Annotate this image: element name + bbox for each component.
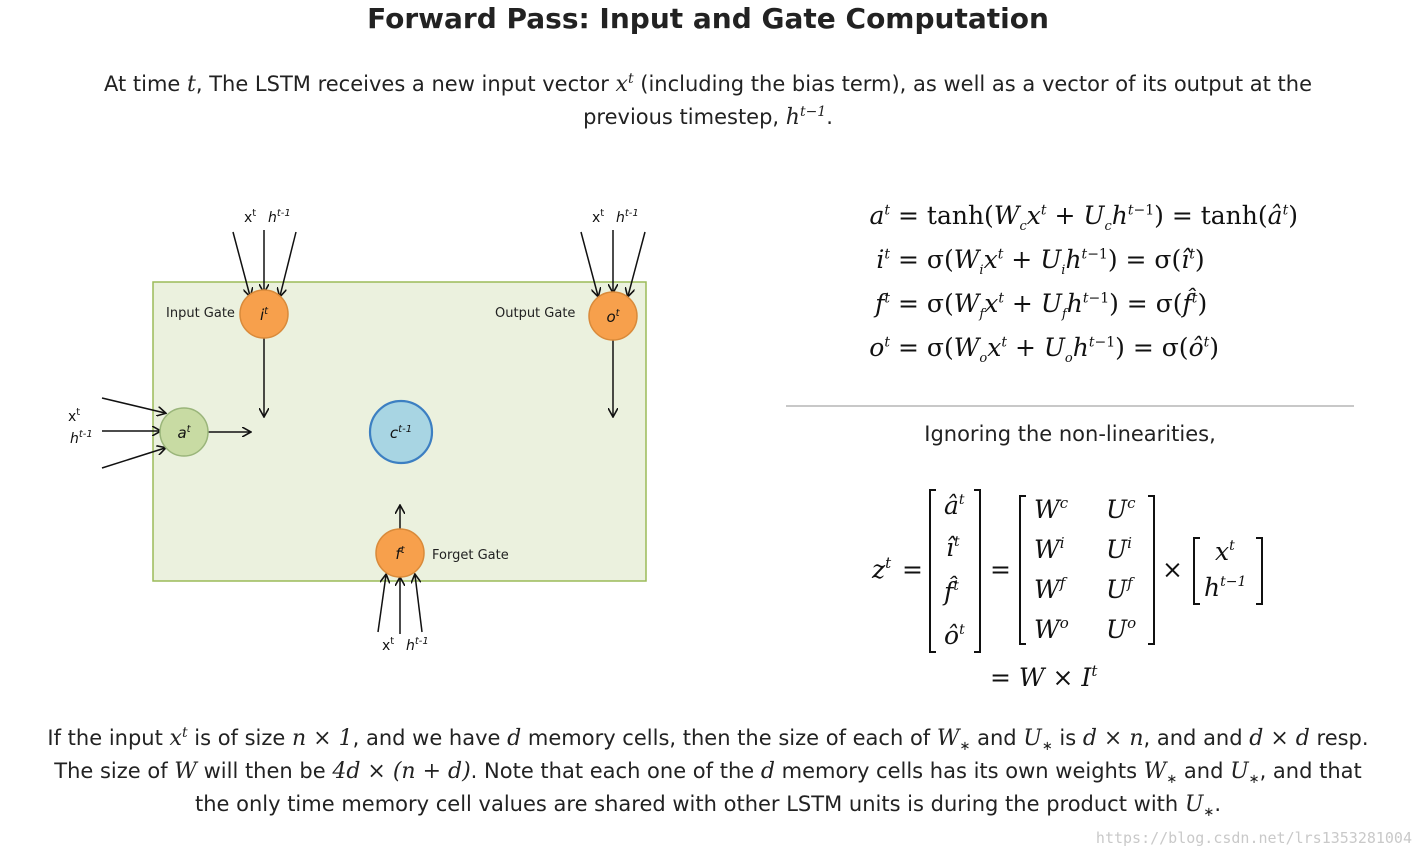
section-divider: [786, 405, 1354, 407]
matrix-lhs: z: [871, 555, 886, 584]
svg-text:Uc: Uc: [1106, 494, 1136, 524]
svg-text:ht−1: ht−1: [1204, 573, 1246, 602]
svg-text:it: it: [260, 306, 269, 324]
input-labels-top-right: xt ht-1: [592, 208, 639, 226]
column-vector: ât ît f̂t ôt: [942, 491, 965, 650]
svg-text:Wc: Wc: [1034, 494, 1069, 524]
svg-text:ôt: ôt: [944, 621, 965, 650]
watermark: https://blog.csdn.net/lrs1353281004: [1095, 829, 1412, 847]
svg-text:ct-1: ct-1: [390, 424, 412, 442]
svg-text:ft: ft: [395, 545, 405, 563]
svg-text:Uf: Uf: [1106, 574, 1135, 604]
node-c-sup: t-1: [398, 424, 412, 435]
node-f-sup: t: [401, 545, 406, 556]
svg-text:xt: xt: [244, 208, 256, 226]
equation-o: ot= σ(Woxt + Uoht−1) = σ(ôt): [869, 333, 1220, 366]
svg-text:Uo: Uo: [1106, 614, 1136, 644]
forget-gate-node: [375, 528, 425, 578]
node-o-label: o: [606, 308, 615, 326]
svg-text:=: =: [990, 555, 1011, 584]
input-gate-arrows: [232, 230, 297, 416]
svg-text:at: at: [177, 424, 191, 442]
svg-text:xt: xt: [1215, 537, 1235, 566]
input-labels-bottom: xt ht-1: [382, 636, 429, 654]
forget-gate-label: Forget Gate: [432, 548, 509, 563]
weight-matrix: Wc Wi Wf Wo Uc Ui Uf Uo: [1034, 494, 1136, 644]
svg-text:×: ×: [1162, 555, 1183, 584]
node-o-sup: t: [616, 308, 621, 319]
svg-text:Wf: Wf: [1034, 574, 1068, 604]
svg-text:ot: ot: [606, 308, 620, 326]
page-title: Forward Pass: Input and Gate Computation: [367, 2, 1049, 35]
node-c-label: c: [390, 424, 399, 442]
svg-text:Ui: Ui: [1106, 534, 1132, 564]
input-vector: xt ht−1: [1204, 537, 1246, 602]
node-a-sup: t: [187, 424, 192, 435]
equation-f: ft= σ(Wfxt + Ufht−1) = σ(f̂t): [875, 289, 1208, 322]
svg-text:ît: ît: [946, 533, 960, 562]
svg-text:xt: xt: [68, 407, 80, 425]
svg-text:xt: xt: [382, 636, 394, 654]
svg-text:ht-1: ht-1: [406, 636, 429, 654]
equation-a: at= tanh(Wcxt + Ucht−1) = tanh(ât): [869, 201, 1298, 234]
svg-text:= W × It: = W × It: [990, 662, 1098, 692]
node-i-sup: t: [264, 306, 269, 317]
input-labels-top-left: xt ht-1: [244, 208, 291, 226]
svg-text:zt: zt: [871, 554, 892, 584]
gate-equations: at= tanh(Wcxt + Ucht−1) = tanh(ât) it= σ…: [860, 194, 1360, 370]
svg-text:=: =: [902, 555, 923, 584]
matrix-equation: zt = ât ît f̂t ôt = Wc Wi Wf Wo Uc Ui Uf…: [871, 489, 1263, 692]
a-node-arrows: [101, 397, 250, 469]
output-gate-node: [588, 291, 638, 341]
svg-text:xt: xt: [592, 208, 604, 226]
svg-text:Wi: Wi: [1034, 534, 1065, 564]
output-gate-arrows: [580, 230, 646, 416]
candidate-a-node: [159, 407, 209, 457]
input-labels-left: xt ht-1: [68, 407, 93, 447]
ignoring-text: Ignoring the non-linearities,: [924, 422, 1216, 446]
node-i-label: i: [260, 306, 265, 324]
svg-text:ht-1: ht-1: [70, 429, 93, 447]
matrix-result: = W × I: [990, 663, 1092, 692]
svg-text:ât: ât: [944, 491, 965, 520]
input-gate-label: Input Gate: [166, 306, 235, 321]
input-gate-node: [239, 289, 289, 339]
svg-text:Wo: Wo: [1034, 614, 1069, 644]
footer-paragraph: If the input xt is of size n × 1, and we…: [47, 725, 1369, 821]
node-f-label: f: [395, 545, 403, 563]
cell-state-node: [368, 399, 434, 465]
lstm-diagram: it Input Gate ot Output Gate at ct-1 ft …: [68, 208, 647, 654]
svg-text:ht-1: ht-1: [268, 208, 291, 226]
node-a-label: a: [177, 424, 186, 442]
svg-text:ht-1: ht-1: [616, 208, 639, 226]
output-gate-label: Output Gate: [495, 306, 575, 321]
equation-i: it= σ(Wixt + Uiht−1) = σ(ît): [876, 245, 1205, 278]
brackets: [929, 489, 1263, 653]
intro-paragraph: At time t, The LSTM receives a new input…: [103, 71, 1313, 130]
forget-gate-arrows: [377, 506, 423, 634]
svg-text:f̂t: f̂t: [942, 577, 959, 606]
